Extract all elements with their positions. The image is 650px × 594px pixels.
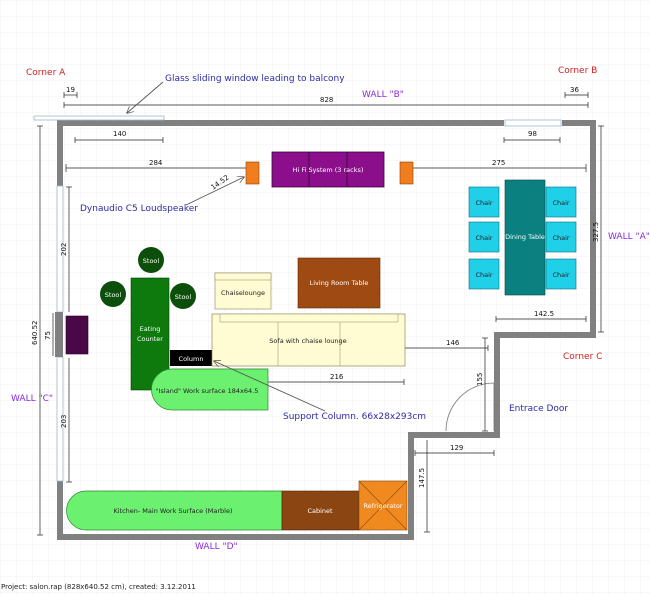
speaker-annotation-arrow	[185, 177, 244, 206]
dim-98: 98	[528, 130, 537, 138]
stool-left-label: Stool	[105, 291, 122, 299]
chair-left-1	[468, 186, 500, 218]
wall-kitchen-right-segment	[408, 432, 414, 539]
stool-right-label: Stool	[175, 293, 192, 301]
chair-left-3	[468, 258, 500, 290]
dim-828: 828	[320, 96, 333, 104]
speaker-annotation: Dynaudio C5 Loudspeaker	[80, 204, 198, 214]
wall-top-right-segment	[562, 120, 596, 126]
dim-202: 202	[60, 243, 68, 256]
dim-284: 284	[149, 159, 163, 167]
dim-640-52: 640.52	[31, 321, 39, 346]
dining-table-label: Dining Table	[505, 233, 545, 241]
stool-left	[100, 281, 126, 307]
corner-a-label: Corner A	[26, 68, 66, 78]
stool-right	[170, 283, 196, 309]
chaiselounge-label: Chaiselounge	[221, 289, 265, 297]
wall-c-label: WALL "C"	[11, 394, 53, 404]
chair-left-2	[468, 221, 500, 253]
dim-75: 75	[44, 331, 52, 340]
chair-left-3-label: Chair	[475, 271, 492, 279]
wall-corner-c-segment	[494, 332, 596, 338]
island-work-surface	[151, 368, 269, 411]
sofa-label: Sofa with chaise lounge	[269, 337, 346, 345]
dim-327-5: 327.5	[592, 222, 600, 242]
cabinet-label: Cabinet	[307, 507, 333, 515]
project-footer: Project: salon.rap (828x640.52 cm), crea…	[1, 583, 196, 591]
stool-top	[138, 247, 164, 273]
column-annotation: Support Column. 66x28x293cm	[283, 412, 426, 422]
kitchen-label: Kitchen- Main Work Surface (Marble)	[113, 507, 232, 515]
support-column-label: Column	[179, 355, 204, 363]
chair-right-2-label: Chair	[552, 234, 569, 242]
dim-203: 203	[60, 415, 68, 428]
loudspeaker-right	[399, 161, 414, 185]
loudspeaker-left	[245, 161, 260, 185]
wall-pillar-left	[55, 312, 63, 357]
chair-left-2-label: Chair	[475, 234, 492, 242]
window-top-right	[504, 119, 562, 127]
chair-right-3-label: Chair	[552, 271, 569, 279]
dim-129: 129	[450, 444, 463, 452]
support-column	[170, 350, 212, 366]
dimension-lines	[37, 92, 604, 536]
eating-counter-label-2: Counter	[137, 335, 163, 343]
wall-entrance-segment	[494, 332, 500, 432]
dim-275: 275	[492, 159, 505, 167]
chair-right-2	[545, 221, 577, 253]
wall-top-left-segment	[57, 120, 165, 126]
island-label: "Island" Work surface 184x64.5	[156, 387, 259, 395]
eating-counter-label-1: Eating	[140, 325, 161, 333]
door-annotation: Entrace Door	[509, 404, 568, 414]
kitchen-work-surface	[66, 490, 283, 531]
chair-left-1-label: Chair	[475, 199, 492, 207]
wall-right-segment	[590, 120, 596, 338]
hifi-system	[271, 151, 385, 188]
dining-chairs	[468, 186, 577, 290]
living-room-table-label: Living Room Table	[310, 279, 369, 287]
chair-right-3	[545, 258, 577, 290]
dim-146: 146	[446, 339, 460, 347]
wall-bottom-segment	[57, 534, 414, 540]
stool-top-label: Stool	[143, 257, 160, 265]
wall-d-label: WALL "D"	[195, 542, 238, 552]
hifi-label: Hi Fi System (3 racks)	[293, 166, 364, 174]
living-room-table	[297, 257, 381, 309]
sofa	[211, 313, 406, 367]
chair-right-1	[545, 186, 577, 218]
dim-142-5: 142.5	[534, 310, 554, 318]
corner-b-label: Corner B	[558, 66, 597, 76]
dim-19: 19	[66, 86, 75, 94]
dim-147-5: 147.5	[418, 468, 426, 488]
dim-155: 155	[476, 373, 484, 386]
corner-c-label: Corner C	[563, 352, 602, 362]
window-annotation-arrow	[127, 81, 164, 113]
dim-216: 216	[330, 373, 344, 381]
window-annotation: Glass sliding window leading to balcony	[165, 74, 345, 84]
sliding-window	[33, 115, 165, 121]
column-annotation-arrow	[214, 361, 326, 412]
wall-b-label: WALL "B"	[362, 90, 404, 100]
dim-36: 36	[570, 86, 579, 94]
wall-a-label: WALL "A"	[608, 232, 650, 242]
wall-entrance-bottom-segment	[408, 432, 500, 438]
chair-right-1-label: Chair	[552, 199, 569, 207]
wall-cabinet-left	[65, 315, 89, 355]
wall-top-middle-segment	[163, 120, 504, 126]
dining-table	[504, 179, 546, 296]
cabinet	[281, 490, 360, 531]
refrigerator-label: Refrigerator	[364, 502, 403, 510]
dim-140: 140	[113, 130, 126, 138]
